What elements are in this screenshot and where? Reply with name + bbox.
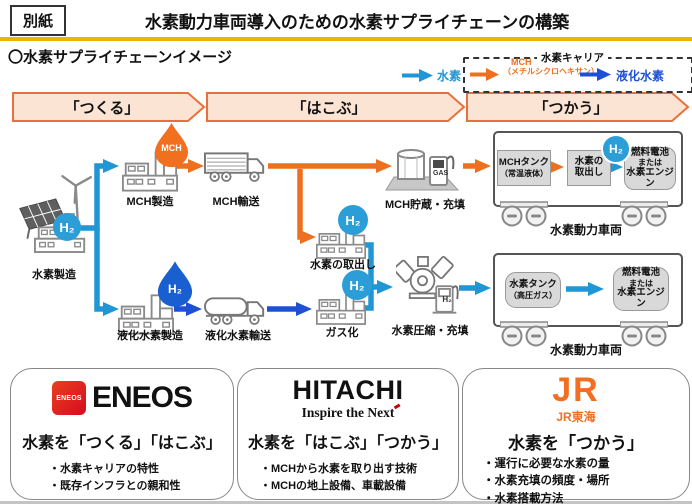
eneos-bullets: ・水素キャリアの特性 ・既存インフラとの親和性 [49, 461, 181, 494]
jr-company-name: JR東海 [556, 410, 596, 424]
mch-droplet-text: MCH [161, 143, 182, 154]
hitachi-tagline: Inspire the Next [301, 405, 395, 420]
legend-mch-line1: MCH [511, 57, 532, 67]
legend-liquefied-label: 液化水素 [616, 69, 665, 83]
page-title: 水素動力車両導入のための水素サプライチェーンの構築 [144, 13, 570, 32]
jr-logo: JR [552, 371, 600, 409]
eneos-mark-icon: ENEOS [51, 381, 86, 415]
engine-line3: 水素エンジン [617, 287, 665, 310]
engine-line2: または [638, 158, 662, 168]
phase-make-label: 「つくる」 [64, 99, 140, 117]
hydrogen-arrow-icon [402, 69, 433, 82]
engine-box-top: 燃料電池 または 水素エンジン [624, 147, 676, 190]
partner-card-eneos: ENEOS ENEOS 水素を「つくる」「はこぶ」 ・水素キャリアの特性 ・既存… [10, 368, 234, 500]
pump-h2-text: H₂ [442, 295, 452, 304]
hitachi-bullets: ・MCHから水素を取り出す技術 ・MCHの地上設備、車載設備 [260, 461, 417, 494]
phase-banner-make: 「つくる」 [12, 92, 206, 122]
bullet: ・MCHから水素を取り出す技術 [260, 463, 418, 475]
h2-tank-line2: （高圧ガス） [509, 290, 557, 300]
phase-banner-carry: 「はこぶ」 [206, 92, 466, 122]
legend-mch-line2: （メチルシクロヘキサン） [503, 66, 599, 76]
bullet: ・既存インフラとの親和性 [49, 479, 181, 492]
engine-box-bottom: 燃料電池 または 水素エンジン [613, 267, 669, 311]
hydrogen-extraction-label: 水素の取出し [310, 259, 376, 271]
eneos-wordmark: ENEOS [91, 381, 193, 414]
phase-carry-label: 「はこぶ」 [291, 99, 367, 117]
gasification-label: ガス化 [325, 327, 359, 339]
phase-use-label: 「つかう」 [533, 99, 609, 117]
engine-line1: 燃料電池 [630, 146, 669, 158]
mch-droplet-icon: MCH [153, 122, 190, 168]
section-title: 〇水素サプライチェーンイメージ [8, 49, 232, 66]
jr-bullets: ・運行に必要な水素の量 ・水素充填の頻度・場所 ・水素搭載方法 [483, 456, 610, 504]
hitachi-slogan: 水素を「はこぶ」「つかう」 [247, 435, 448, 452]
h2-tank-line1: 水素タンク [509, 278, 557, 290]
h2-droplet-icon: H₂ [156, 260, 194, 308]
extract-line2: 取出し [574, 167, 604, 178]
eneos-logo: ENEOS ENEOS [11, 381, 233, 415]
bullet: ・水素搭載方法 [483, 492, 564, 504]
compression-label: 水素圧縮・充填 [391, 325, 469, 337]
legend-hydrogen-label: 水素 [437, 69, 462, 83]
title-rule [0, 37, 692, 41]
h2-tank-box: 水素タンク （高圧ガス） [505, 272, 561, 308]
liquefied-arrow-icon [580, 68, 611, 81]
mch-transport-label: MCH輸送 [212, 196, 260, 208]
mch-arrow-icon [470, 68, 499, 81]
hitachi-wordmark: HITACHI [292, 375, 404, 405]
vehicle-top-label: 水素動力車両 [549, 223, 622, 237]
attachment-tag: 別紙 [10, 5, 66, 36]
mch-tank-line1: MCHタンク [498, 156, 550, 168]
partner-card-jr: JR JR東海 水素を「つかう」 ・運行に必要な水素の量 ・水素充填の頻度・場所… [462, 368, 690, 504]
bullet: ・水素充填の頻度・場所 [483, 475, 610, 488]
bullet: ・運行に必要な水素の量 [483, 458, 610, 470]
h2-badge-icon: H₂ [53, 213, 81, 241]
mch-storage-label: MCH貯蔵・充填 [384, 199, 466, 211]
h2-droplet-text: H₂ [168, 282, 182, 297]
phase-banner-use: 「つかう」 [466, 92, 690, 122]
vehicle-bottom-label: 水素動力車両 [549, 343, 622, 357]
bullet: ・MCHの地上設備、車載設備 [260, 479, 407, 492]
lh2-tanker-icon [204, 292, 268, 326]
engine-line3: 水素エンジン [626, 166, 674, 189]
lh2-transport-label: 液化水素輸送 [205, 330, 271, 342]
jr-slogan: 水素を「つかう」 [508, 434, 644, 453]
hydrogen-production-label: 水素製造 [32, 269, 76, 281]
eneos-slogan: 水素を「つくる」「はこぶ」 [22, 435, 222, 452]
h2-badge-icon: H₂ [342, 270, 372, 300]
mch-truck-icon [204, 149, 268, 183]
h2-badge-icon: H₂ [601, 134, 631, 164]
mch-tank-line2: （常温液体） [500, 168, 548, 178]
partner-card-hitachi: HITACHI Inspire the Next 水素を「はこぶ」「つかう」 ・… [237, 368, 459, 500]
bullet: ・水素キャリアの特性 [49, 463, 159, 475]
gas-sign-text: GAS [433, 170, 449, 177]
mch-tank-box: MCHタンク （常温液体） [497, 150, 551, 186]
line-branch-to-extraction [297, 169, 316, 244]
extract-line1: 水素の [574, 156, 604, 168]
h2-badge-icon: H₂ [338, 205, 368, 235]
carrier-legend-title: 水素キャリア [537, 50, 608, 65]
legend-mch-label: MCH （メチルシクロヘキサン） [503, 57, 599, 77]
lh2-production-label: 液化水素製造 [117, 330, 183, 342]
engine-line1: 燃料電池 [621, 267, 660, 279]
bottom-edge [0, 501, 692, 504]
compressor-icon [396, 256, 460, 320]
engine-line2: または [629, 278, 653, 288]
mch-production-label: MCH製造 [126, 196, 174, 208]
gas-station-icon [384, 144, 464, 194]
